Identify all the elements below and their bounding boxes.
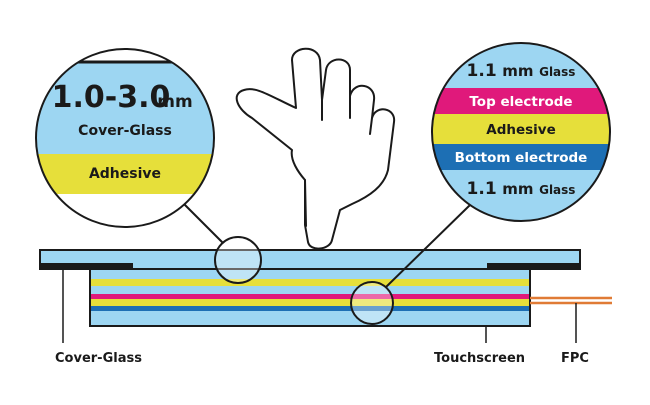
fpc-cable <box>530 296 612 305</box>
left-adhesive-layer <box>36 154 214 194</box>
right-bottom-glass-label: 1.1 mm Glass <box>467 179 576 199</box>
pointing-hand-icon <box>235 47 396 250</box>
label-cover-glass: Cover-Glass <box>55 351 142 366</box>
adhesive-layer-2 <box>91 299 529 306</box>
bezel-right <box>487 263 579 269</box>
connector-right <box>385 204 471 288</box>
label-fpc: FPC <box>561 351 589 366</box>
right-top-glass-label: 1.1 mm Glass <box>467 61 576 81</box>
bottom-electrode-layer <box>91 306 529 311</box>
left-thickness-value: 1.0-3.0 <box>52 80 171 115</box>
magnifier-touchscreen <box>350 281 394 325</box>
top-electrode-layer <box>91 294 529 299</box>
left-cover-glass-layer <box>36 62 214 154</box>
right-top-electrode-layer <box>432 88 610 114</box>
bezel-left <box>41 263 133 269</box>
right-bottom-electrode-layer <box>432 144 610 170</box>
left-adhesive-label: Adhesive <box>89 166 161 182</box>
cover-glass-plate <box>39 249 581 270</box>
connector-left <box>182 202 224 244</box>
magnifier-cover-glass <box>214 236 262 284</box>
touchscreen-stack <box>89 267 531 327</box>
right-adhesive-label: Adhesive <box>486 122 556 138</box>
right-bottom-electrode-label: Bottom electrode <box>455 150 588 166</box>
left-callout: 1.0-3.0 mm Cover-Glass Adhesive <box>35 48 215 228</box>
adhesive-layer <box>91 279 529 286</box>
right-callout: 1.1 mm Glass Top electrode Adhesive Bott… <box>431 42 611 222</box>
left-thickness-unit: mm <box>157 92 192 112</box>
label-touchscreen: Touchscreen <box>434 351 525 366</box>
right-top-electrode-label: Top electrode <box>469 94 572 110</box>
right-adhesive-layer <box>432 114 610 144</box>
left-cover-glass-label: Cover-Glass <box>78 123 172 139</box>
